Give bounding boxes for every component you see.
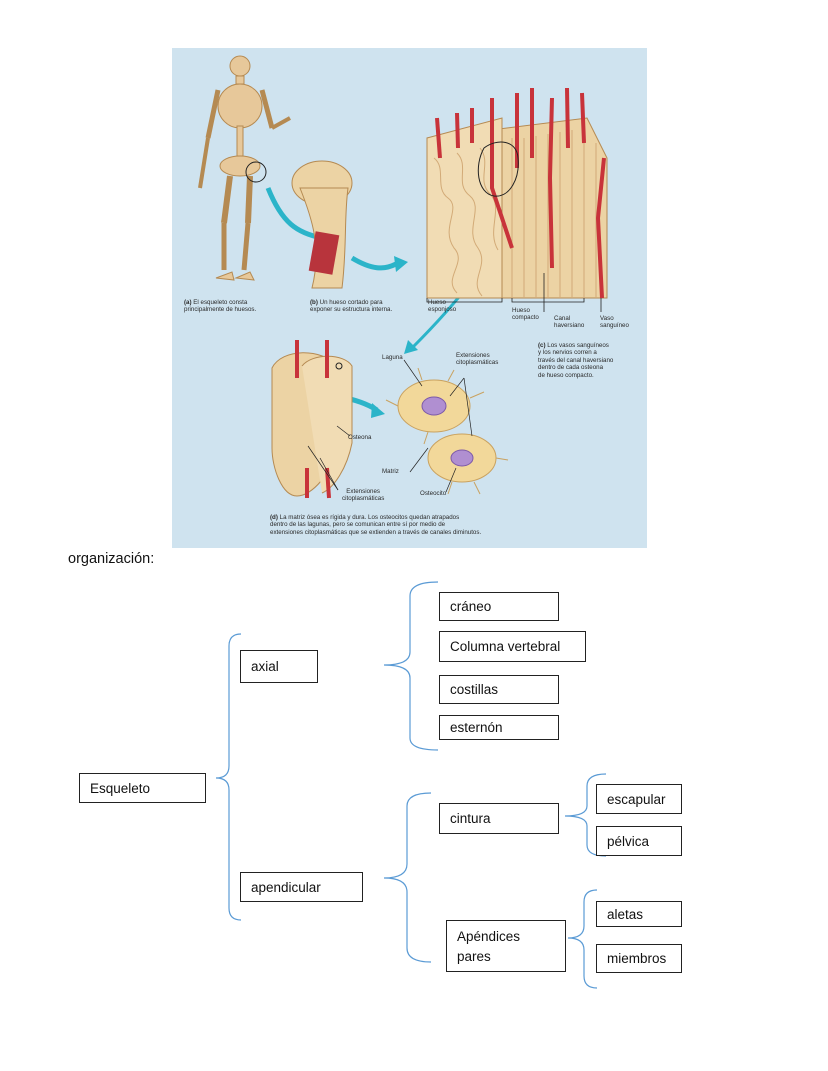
node-pelvica: pélvica [596, 826, 682, 856]
caption-d: (d) La matriz ósea es rígida y dura. Los… [270, 514, 482, 536]
caption-a: (a) El esqueleto consta principalmente d… [184, 299, 257, 314]
bone-structure-figure: (a) El esqueleto consta principalmente d… [172, 48, 647, 548]
label-matriz: Matriz [382, 468, 399, 475]
caption-b: (b) Un hueso cortado para exponer su est… [310, 299, 393, 314]
arrow-b-c [350, 255, 398, 271]
label-laguna: Laguna [382, 354, 403, 361]
bracket-apendicular [383, 792, 432, 963]
node-costillas: costillas [439, 675, 559, 704]
node-esqueleto: Esqueleto [79, 773, 206, 803]
node-escapular: escapular [596, 784, 682, 814]
node-columna-vertebral: Columna vertebral [439, 631, 586, 662]
node-apendicular: apendicular [240, 872, 363, 902]
label-osteona: Osteona [348, 434, 372, 441]
organization-heading: organización: [68, 551, 155, 567]
zoom-circle [245, 161, 267, 183]
label-leaders-d [307, 359, 473, 493]
node-cintura: cintura [439, 803, 559, 834]
label-leaders-c [426, 273, 602, 312]
bracket-cintura [564, 773, 607, 857]
node-miembros: miembros [596, 944, 682, 973]
osteon-drawing [271, 340, 353, 499]
bracket-apendices [567, 889, 598, 989]
caption-c: (c) Los vasos sanguíneos y los nervios c… [538, 342, 614, 379]
node-esternon: esternón [439, 715, 559, 740]
femur-drawing [291, 160, 353, 289]
bracket-esqueleto [215, 633, 242, 921]
node-axial: axial [240, 650, 318, 683]
skeleton-drawing [198, 55, 291, 281]
node-aletas: aletas [596, 901, 682, 927]
compact-bone-block [426, 87, 608, 299]
bone-illustration [198, 55, 608, 499]
bracket-axial [383, 581, 439, 751]
label-osteocito: Osteocito [420, 490, 447, 497]
node-craneo: cráneo [439, 592, 559, 621]
